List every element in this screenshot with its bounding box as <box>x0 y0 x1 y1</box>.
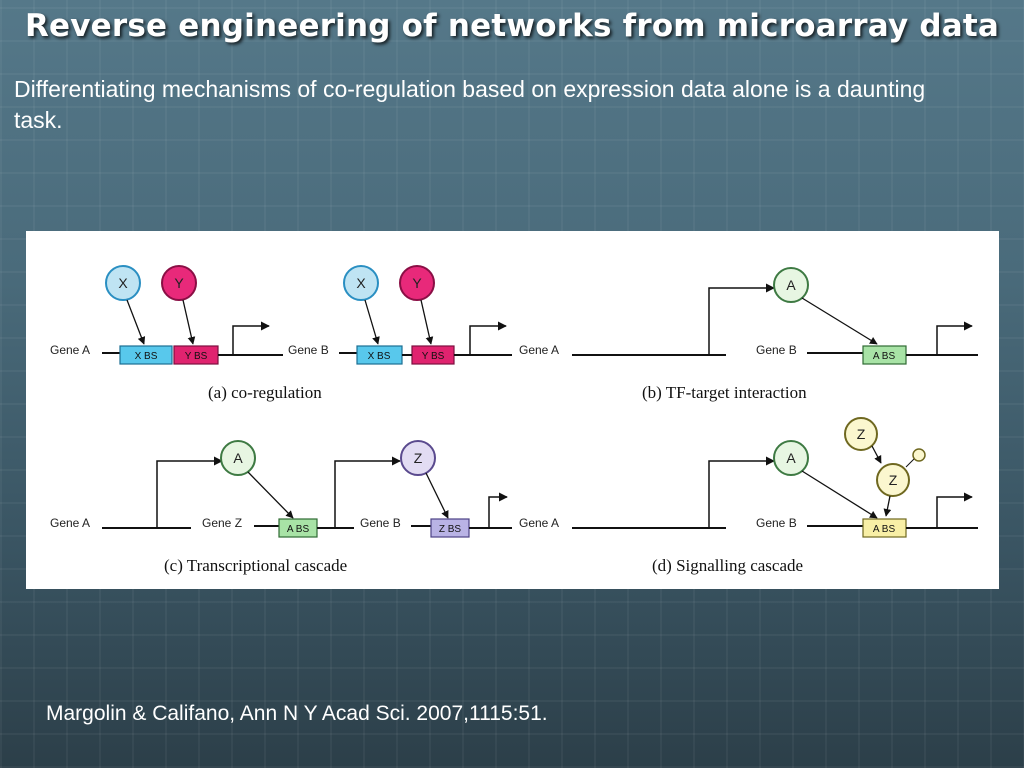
panel-d-signalling-cascade: Gene A A Z Z Gene B A BS (d) Signalling … <box>519 417 978 575</box>
panel-c-tss-arrow <box>488 492 508 528</box>
panel-d-z-node-label: Z <box>857 426 866 442</box>
panel-b-gene-b-label: Gene B <box>756 343 797 357</box>
panel-a-x-node-1-label: X <box>118 275 128 291</box>
panel-a-x-node-1 <box>105 265 141 301</box>
panel-a-y-bs-label: Y BS <box>185 351 208 362</box>
panel-d-gene-a-label: Gene A <box>519 516 559 530</box>
panel-d-a-bs-label: A BS <box>873 524 896 535</box>
panel-c-a-bs-label: A BS <box>287 524 310 535</box>
panel-a-gene-b-label: Gene B <box>288 343 329 357</box>
panel-c-z-bs-label: Z BS <box>439 524 462 535</box>
panel-d-gene-a-arrow <box>708 456 775 528</box>
panel-a-x-binding-site <box>119 345 173 365</box>
panel-a-x-node-2-label: X <box>356 275 366 291</box>
regulation-diagram-figure: Gene A X BS Y BS X Y Gene B X BS Y BS X … <box>26 231 999 589</box>
panel-c-caption: (c) Transcriptional cascade <box>164 556 347 575</box>
panel-a-y-node-2 <box>399 265 435 301</box>
panel-c-gene-z-label: Gene Z <box>202 516 242 530</box>
panel-c-a-node <box>220 440 256 476</box>
panel-a-co-regulation: Gene A X BS Y BS X Y Gene B X BS Y BS X … <box>50 265 512 402</box>
panel-a-x-node-2 <box>343 265 379 301</box>
slide-subtitle: Differentiating mechanisms of co-regulat… <box>14 76 926 133</box>
panel-c-a-node-label: A <box>233 450 243 466</box>
panel-d-caption: (d) Signalling cascade <box>652 556 803 575</box>
citation: Margolin & Califano, Ann N Y Acad Sci. 2… <box>46 702 548 725</box>
panel-b-a-bs-label: A BS <box>873 351 896 362</box>
panel-a-tss-arrow-1 <box>232 321 270 355</box>
panel-a-y-bs-label-2: Y BS <box>422 351 445 362</box>
panel-d-tss-arrow <box>936 492 973 528</box>
regulation-diagram: Gene A X BS Y BS X Y Gene B X BS Y BS X … <box>50 265 978 575</box>
panel-a-x-bs-label-2: X BS <box>368 351 391 362</box>
panel-a-tss-arrow-2 <box>469 321 507 355</box>
panel-c-transcriptional-cascade: Gene A A Gene Z A BS Z Gene B Z BS (c) T… <box>50 440 512 575</box>
panel-d-z-node <box>844 417 878 451</box>
panel-c-gene-z-arrow <box>334 456 401 528</box>
panel-a-caption: (a) co-regulation <box>208 383 322 402</box>
panel-b-a-node-label: A <box>786 277 796 293</box>
panel-d-z-active-node-label: Z <box>889 472 898 488</box>
panel-c-z-node <box>400 440 436 476</box>
panel-b-tss-arrow <box>936 321 973 355</box>
panel-d-a-node <box>773 440 809 476</box>
panel-b-gene-a-label: Gene A <box>519 343 559 357</box>
panel-b-tf-target: Gene A A Gene B A BS (b) TF-target inter… <box>519 267 978 402</box>
panel-d-z-active-node <box>876 463 910 497</box>
panel-a-y-node-1-label: Y <box>174 275 184 291</box>
panel-d-gene-b-label: Gene B <box>756 516 797 530</box>
slide-title: Reverse engineering of networks from mic… <box>24 8 1000 44</box>
panel-a-y-node-1 <box>161 265 197 301</box>
panel-c-gene-a-arrow <box>156 456 223 528</box>
panel-b-a-node <box>773 267 809 303</box>
panel-a-x-bs-label: X BS <box>135 351 158 362</box>
panel-c-z-node-label: Z <box>414 450 423 466</box>
panel-a-gene-a-label: Gene A <box>50 343 90 357</box>
panel-a-y-node-2-label: Y <box>412 275 422 291</box>
panel-d-phospho-dot <box>912 448 926 462</box>
panel-b-gene-a-arrow <box>708 283 775 355</box>
panel-c-gene-b-label: Gene B <box>360 516 401 530</box>
panel-b-caption: (b) TF-target interaction <box>642 383 807 402</box>
panel-c-gene-a-label: Gene A <box>50 516 90 530</box>
panel-d-a-node-label: A <box>786 450 796 466</box>
